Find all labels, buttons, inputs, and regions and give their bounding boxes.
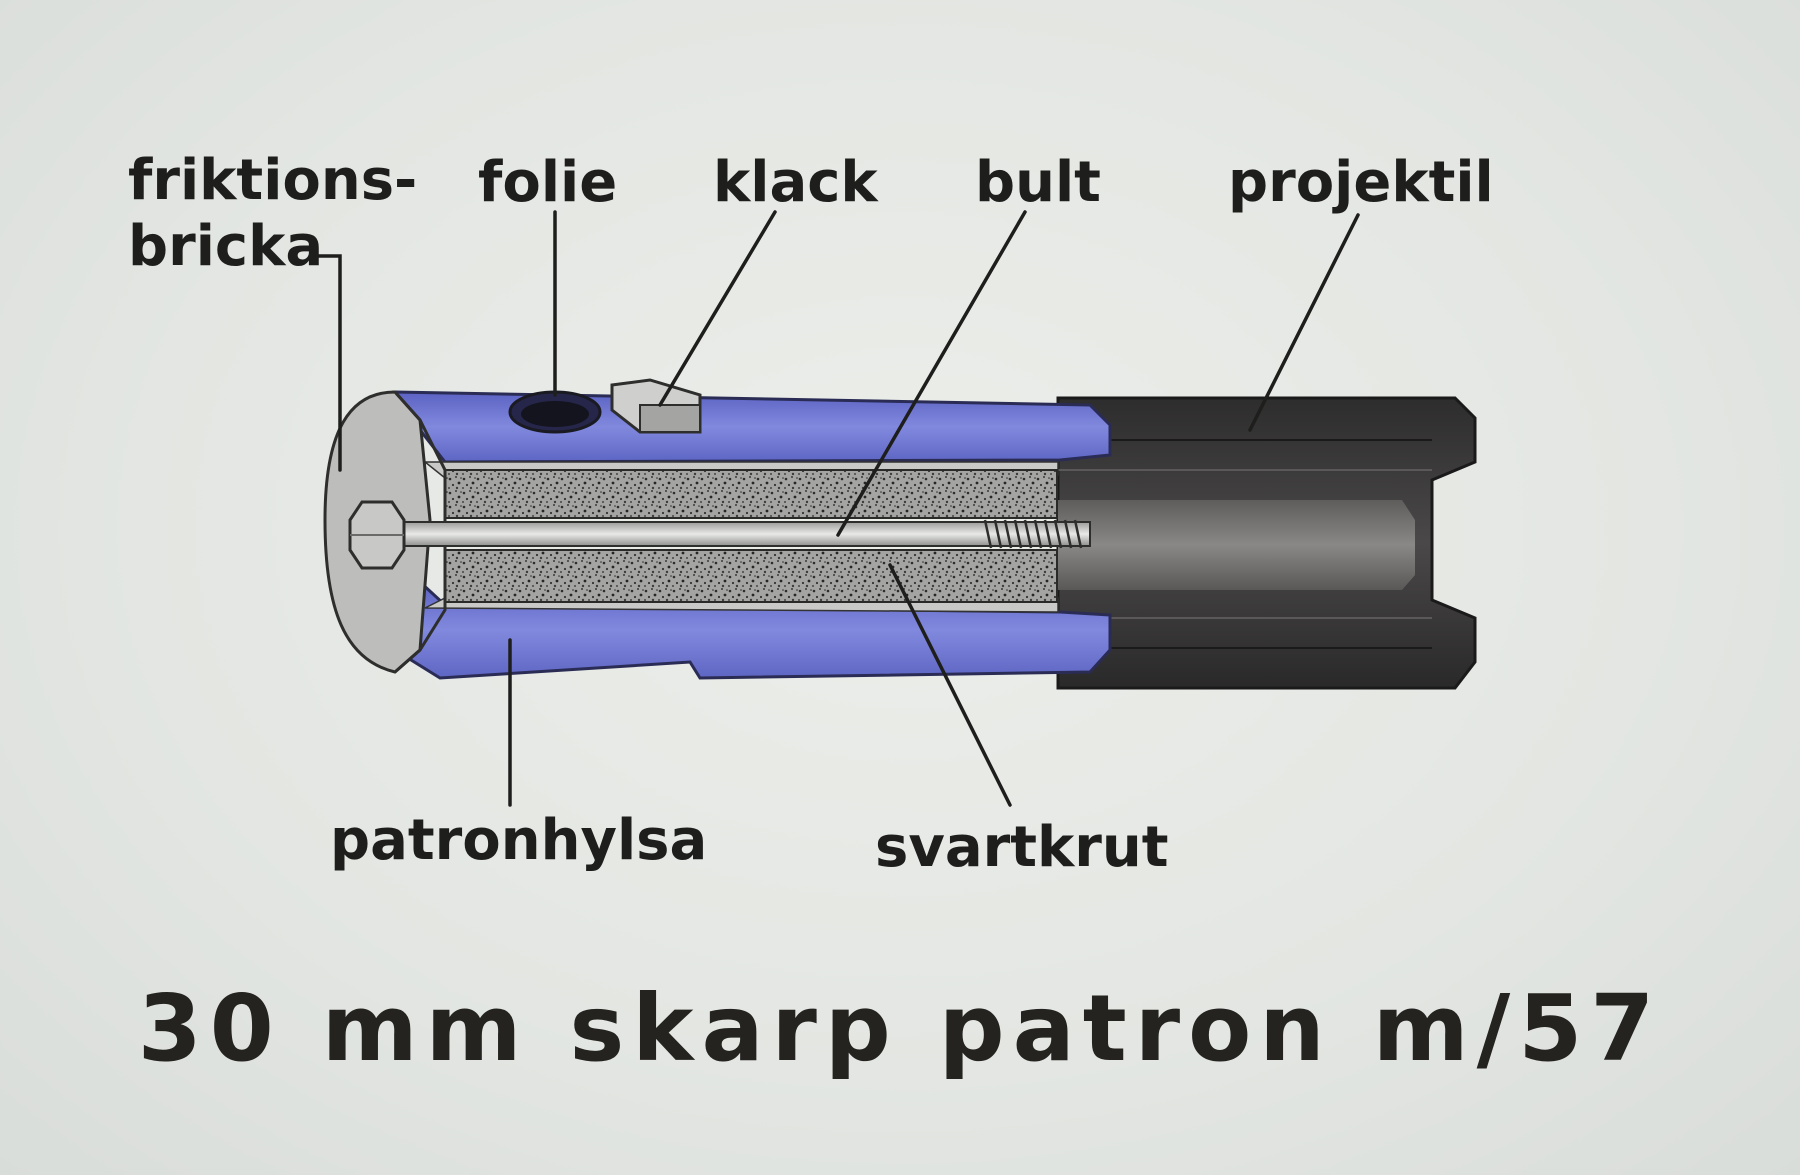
leader-lines — [310, 210, 1360, 807]
leader-svartkrut — [888, 563, 1012, 807]
label-folie: folie — [478, 150, 618, 215]
label-klack: klack — [713, 150, 878, 215]
label-bult: bult — [975, 150, 1101, 215]
diagram-title: 30 mm skarp patron m/57 — [137, 975, 1663, 1082]
black-powder-upper — [444, 469, 1058, 519]
leader-projektil — [1248, 213, 1360, 432]
casing-upper-wall — [392, 390, 1112, 464]
label-svartkrut: svartkrut — [875, 815, 1169, 880]
foil-cap — [508, 390, 602, 434]
leader-friktionsbricka — [310, 254, 342, 472]
label-projektil: projektil — [1228, 150, 1494, 215]
lug — [610, 378, 702, 434]
leader-bult — [836, 210, 1027, 537]
black-powder-lower — [444, 549, 1058, 603]
projectile-body — [1056, 396, 1477, 690]
bolt — [348, 500, 1091, 570]
label-friktionsbricka-line2: bricka — [128, 214, 324, 279]
leader-klack — [658, 210, 777, 407]
label-friktionsbricka-line1: friktions- — [128, 148, 418, 213]
label-friktionsbricka: friktions- bricka — [128, 148, 417, 280]
label-patronhylsa: patronhylsa — [330, 808, 708, 873]
bolt-thread — [983, 519, 1083, 549]
